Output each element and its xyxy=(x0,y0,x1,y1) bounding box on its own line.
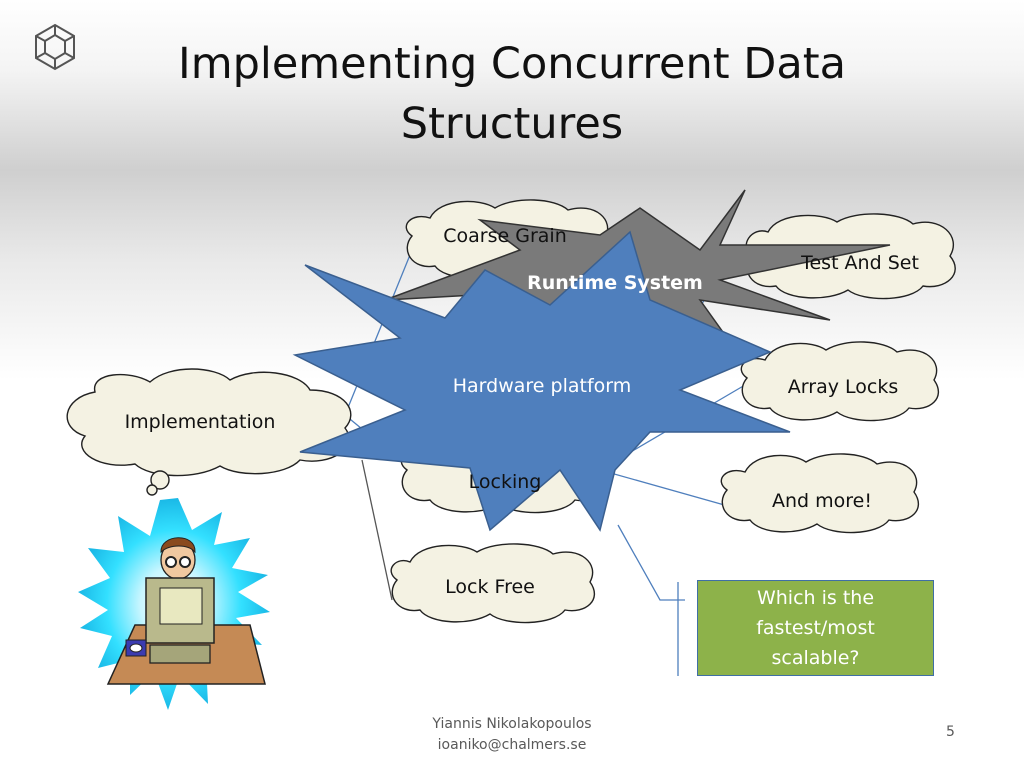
cloud-array-locks xyxy=(740,341,940,422)
implementation-label: Implementation xyxy=(124,411,276,433)
footer: Yiannis Nikolakopoulos ioaniko@chalmers.… xyxy=(392,714,632,756)
callout-box: Which is the fastest/most scalable? xyxy=(697,580,934,676)
test-and-set-label: Test And Set xyxy=(801,252,919,274)
cloud-and-more xyxy=(720,453,920,534)
thought-bubble-large xyxy=(150,470,170,490)
footer-author: Yiannis Nikolakopoulos xyxy=(432,716,592,732)
page-number: 5 xyxy=(946,724,955,740)
cloud-test-and-set xyxy=(745,213,956,300)
logo-icon xyxy=(35,23,75,71)
hardware-platform-star xyxy=(292,230,791,532)
slide-title: Implementing Concurrent Data Structures xyxy=(178,39,846,149)
array-locks-label: Array Locks xyxy=(787,376,899,398)
cloud-lock-free xyxy=(390,543,596,624)
runtime-system-label: Runtime System xyxy=(527,272,703,294)
and-more-label: And more! xyxy=(772,490,872,512)
programmer-illustration xyxy=(78,498,270,710)
thought-bubble-small xyxy=(146,484,158,496)
lock-free-label: Lock Free xyxy=(445,576,535,598)
hardware-platform-label: Hardware platform xyxy=(452,375,632,397)
coarse-grain-label: Coarse Grain xyxy=(443,225,567,247)
footer-email: ioaniko@chalmers.se xyxy=(437,737,587,753)
locking-label: Locking xyxy=(468,471,542,493)
